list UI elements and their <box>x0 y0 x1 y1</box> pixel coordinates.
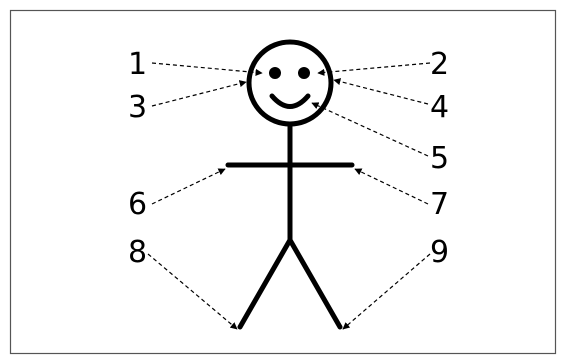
left-leg <box>240 240 290 327</box>
arrow-6 <box>152 169 225 204</box>
label-4: 4 <box>430 90 449 125</box>
label-2: 2 <box>430 47 449 82</box>
label-5: 5 <box>430 141 449 176</box>
label-7: 7 <box>430 187 449 222</box>
arrow-4 <box>334 80 428 104</box>
arrow-8 <box>148 254 237 329</box>
right-eye <box>298 67 310 79</box>
label-6: 6 <box>128 187 147 222</box>
arrow-9 <box>343 254 430 329</box>
arrow-1 <box>152 63 262 73</box>
mouth <box>272 96 308 107</box>
label-8: 8 <box>128 235 147 270</box>
left-eye <box>269 67 281 79</box>
arrow-2 <box>318 63 430 73</box>
arrow-5 <box>312 103 428 156</box>
label-1: 1 <box>128 47 147 82</box>
diagram-border <box>11 11 556 354</box>
head <box>249 42 331 124</box>
right-leg <box>290 240 340 327</box>
label-3: 3 <box>128 90 147 125</box>
stick-figure <box>228 42 352 327</box>
arrow-7 <box>355 169 428 204</box>
arrow-3 <box>152 82 246 106</box>
label-9: 9 <box>430 235 449 270</box>
